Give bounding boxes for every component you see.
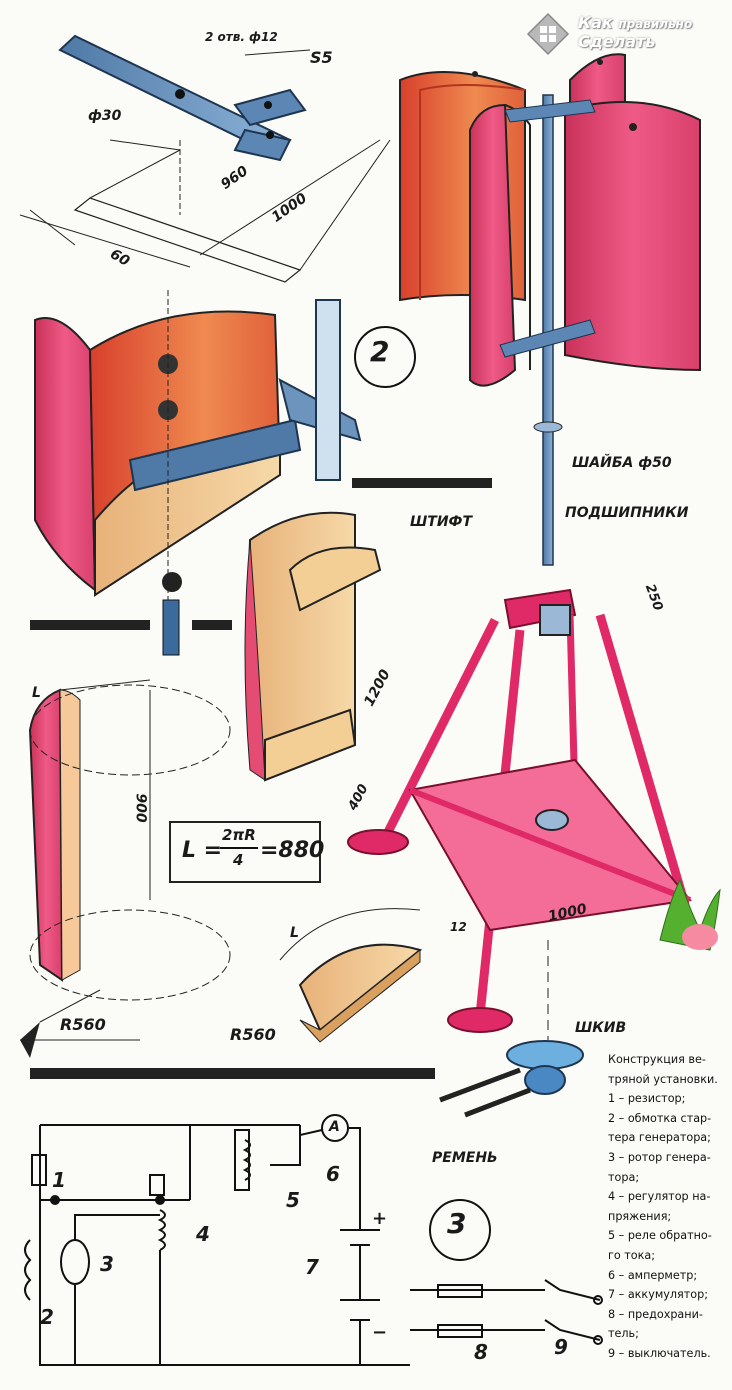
circuit-label-3: 3 (100, 1252, 114, 1276)
half-disc-drawing (279, 908, 423, 1043)
caption-line: Конструкция ве- (608, 1053, 706, 1066)
caption-line: 7 – аккумулятор; (608, 1288, 708, 1302)
caption-line: 4 – регулятор на- (608, 1190, 711, 1204)
circuit-label-7: 7 (305, 1255, 319, 1279)
formula-lhs: L = (182, 838, 223, 863)
formula-denominator: 4 (233, 851, 244, 869)
formula-rhs: =880 (260, 838, 325, 863)
caption-line: тряной установки. (608, 1072, 718, 1086)
circuit-label-1: 1 (52, 1168, 66, 1192)
bearings-label: ПОДШИПНИКИ (565, 505, 689, 521)
separator-bar (30, 1068, 435, 1079)
caption-line: тера генератора; (608, 1131, 711, 1145)
caption-line: 2 – обмотка стар- (608, 1111, 712, 1125)
formula-numerator: 2πR (222, 826, 256, 844)
bracket-drawing (19, 34, 391, 283)
dim-holes: 2 отв. ф12 (205, 30, 278, 44)
dim-s5: S5 (310, 48, 333, 67)
pulley-drawing (439, 940, 584, 1118)
caption-line: 9 – выключатель. (608, 1346, 711, 1360)
circuit-label-4: 4 (196, 1222, 210, 1246)
figure-caption: Конструкция ве- тряной установки. 1 – ре… (608, 1050, 728, 1364)
figure-2-number: 2 (370, 335, 390, 368)
logo-text: Как правильно Сделать (578, 13, 693, 51)
formula-box (169, 821, 321, 883)
dim-r560-cylinder: R560 (60, 1015, 106, 1034)
dim-l-disc: L (290, 925, 299, 941)
caption-line: 5 – реле обратно- (608, 1229, 712, 1243)
figure-3-number: 3 (447, 1207, 467, 1240)
washer-label: ШАЙБА ф50 (572, 455, 672, 471)
caption-line: 3 – ротор генера- (608, 1150, 711, 1164)
site-logo[interactable]: Как правильно Сделать (520, 8, 726, 60)
rotor-drawing (399, 53, 701, 566)
pulley-label: ШКИВ (575, 1020, 627, 1036)
circuit-label-8: 8 (474, 1340, 488, 1364)
caption-line: тора; (608, 1170, 640, 1184)
circuit-label-9: 9 (554, 1335, 568, 1359)
formula-fraction-bar (220, 847, 258, 849)
dim-l-cylinder: L (32, 685, 41, 701)
battery-minus: − (372, 1322, 388, 1343)
caption-line: 6 – амперметр; (608, 1268, 698, 1282)
circuit-label-6: 6 (326, 1162, 340, 1186)
caption-line: го тока; (608, 1248, 656, 1262)
dim-12: 12 (450, 920, 467, 934)
blade-assembly-drawing (30, 290, 492, 656)
caption-line: пряжения; (608, 1209, 672, 1223)
caption-line: 8 – предохрани- (608, 1307, 703, 1321)
battery-plus: + (372, 1208, 388, 1229)
cylinder-layout-drawing (20, 679, 231, 1058)
dim-r560-disc: R560 (230, 1025, 276, 1044)
caption-line: тель; (608, 1327, 639, 1341)
dim-d30: ф30 (88, 108, 122, 124)
pin-label: ШТИФТ (410, 514, 472, 530)
circuit-label-5: 5 (286, 1188, 300, 1212)
grass-decoration (659, 878, 721, 951)
belt-label: РЕМЕНЬ (432, 1150, 498, 1166)
fig3-circle (429, 1199, 491, 1261)
caption-line: 1 – резистор; (608, 1092, 686, 1106)
logo-house-icon (526, 12, 570, 56)
tower-stand-drawing (347, 588, 692, 1033)
circuit-schematic (24, 1114, 603, 1366)
half-blade-drawing (244, 511, 382, 782)
circuit-label-2: 2 (40, 1305, 54, 1329)
dim-900: 900 (132, 793, 149, 823)
ammeter-symbol: A (329, 1119, 340, 1135)
fig2-circle (354, 326, 416, 388)
